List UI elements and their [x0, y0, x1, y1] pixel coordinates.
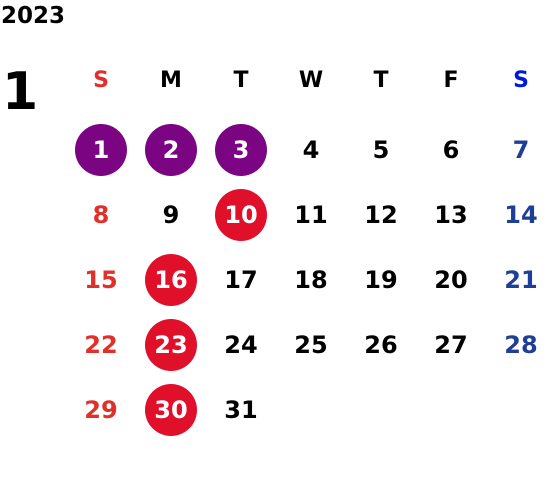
highlight-circle-purple: 3 — [215, 124, 267, 176]
day-number: 6 — [442, 136, 460, 164]
weekday-header-fri: F — [443, 67, 459, 93]
day-cell-18[interactable]: 18 — [281, 260, 341, 300]
day-number: 18 — [294, 266, 328, 294]
year-label: 2023 — [1, 3, 66, 29]
day-cell-3[interactable]: 3 — [211, 124, 271, 176]
day-cell-10[interactable]: 10 — [211, 189, 271, 241]
highlight-circle-red: 30 — [145, 384, 197, 436]
day-number: 29 — [84, 396, 118, 424]
day-number: 21 — [504, 266, 538, 294]
highlight-circle-red: 16 — [145, 254, 197, 306]
day-number: 27 — [434, 331, 468, 359]
day-cell-1[interactable]: 1 — [71, 124, 131, 176]
day-number: 25 — [294, 331, 328, 359]
day-cell-8[interactable]: 8 — [71, 195, 131, 235]
day-cell-13[interactable]: 13 — [421, 195, 481, 235]
weekday-header-thu: T — [373, 67, 389, 93]
day-number: 15 — [84, 266, 118, 294]
day-number: 26 — [364, 331, 398, 359]
highlight-circle-red: 23 — [145, 319, 197, 371]
weekday-header-tue: T — [233, 67, 249, 93]
day-cell-17[interactable]: 17 — [211, 260, 271, 300]
day-cell-30[interactable]: 30 — [141, 384, 201, 436]
day-number: 31 — [224, 396, 258, 424]
day-number: 24 — [224, 331, 258, 359]
day-cell-28[interactable]: 28 — [491, 325, 548, 365]
day-cell-19[interactable]: 19 — [351, 260, 411, 300]
day-cell-31[interactable]: 31 — [211, 390, 271, 430]
day-cell-29[interactable]: 29 — [71, 390, 131, 430]
weekday-header-sun: S — [93, 67, 109, 93]
day-cell-21[interactable]: 21 — [491, 260, 548, 300]
day-cell-9[interactable]: 9 — [141, 195, 201, 235]
day-number: 17 — [224, 266, 258, 294]
month-label: 1 — [2, 62, 39, 122]
day-cell-6[interactable]: 6 — [421, 130, 481, 170]
weekday-header-sat: S — [513, 67, 529, 93]
day-number: 11 — [294, 201, 328, 229]
day-cell-16[interactable]: 16 — [141, 254, 201, 306]
day-cell-20[interactable]: 20 — [421, 260, 481, 300]
day-cell-7[interactable]: 7 — [491, 130, 548, 170]
day-number: 12 — [364, 201, 398, 229]
highlight-circle-purple: 2 — [145, 124, 197, 176]
day-number: 19 — [364, 266, 398, 294]
day-number: 4 — [302, 136, 320, 164]
day-number: 13 — [434, 201, 468, 229]
day-cell-15[interactable]: 15 — [71, 260, 131, 300]
day-number: 5 — [372, 136, 390, 164]
day-cell-27[interactable]: 27 — [421, 325, 481, 365]
weekday-header-mon: M — [160, 67, 182, 93]
highlight-circle-purple: 1 — [75, 124, 127, 176]
weekday-header-wed: W — [298, 67, 324, 93]
highlight-circle-red: 10 — [215, 189, 267, 241]
day-number: 28 — [504, 331, 538, 359]
day-number: 7 — [512, 136, 530, 164]
day-cell-23[interactable]: 23 — [141, 319, 201, 371]
day-number: 8 — [92, 201, 110, 229]
day-cell-5[interactable]: 5 — [351, 130, 411, 170]
day-number: 9 — [162, 201, 180, 229]
day-number: 20 — [434, 266, 468, 294]
day-cell-14[interactable]: 14 — [491, 195, 548, 235]
day-cell-4[interactable]: 4 — [281, 130, 341, 170]
day-cell-2[interactable]: 2 — [141, 124, 201, 176]
day-cell-22[interactable]: 22 — [71, 325, 131, 365]
day-cell-26[interactable]: 26 — [351, 325, 411, 365]
day-number: 22 — [84, 331, 118, 359]
day-cell-25[interactable]: 25 — [281, 325, 341, 365]
day-cell-12[interactable]: 12 — [351, 195, 411, 235]
day-number: 14 — [504, 201, 538, 229]
day-cell-11[interactable]: 11 — [281, 195, 341, 235]
day-cell-24[interactable]: 24 — [211, 325, 271, 365]
